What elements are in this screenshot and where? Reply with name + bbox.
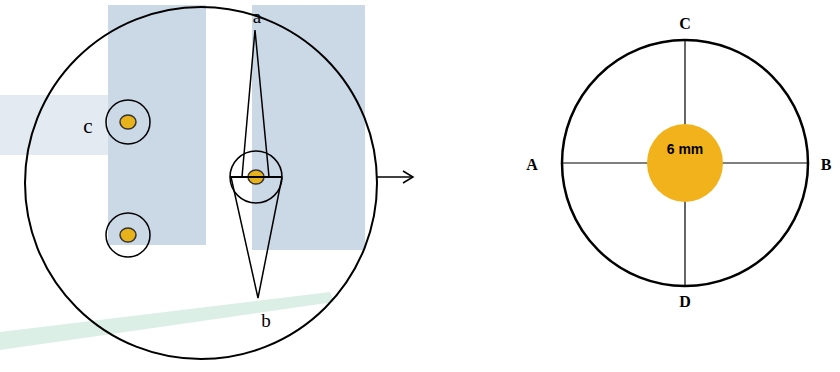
group-letter: c [83, 116, 92, 137]
zone-circle [106, 213, 150, 257]
watermark-stripe [0, 292, 334, 350]
arrow-head [403, 171, 413, 183]
axis-letter: C [679, 16, 691, 32]
watermark-block [108, 5, 206, 245]
point-letter: b [261, 311, 271, 330]
zone-circle [106, 100, 150, 144]
dimension-label: 6 mm [666, 142, 705, 157]
axis-letter: A [526, 157, 538, 173]
watermark-block [252, 5, 365, 250]
watermark-band [0, 95, 110, 155]
paper-disk [120, 228, 136, 242]
diameter-line [230, 176, 282, 178]
ellipse-fill [647, 124, 723, 202]
point-letter: a [253, 7, 261, 26]
axis-letter: B [821, 157, 832, 173]
petri-dish [25, 7, 377, 359]
paper-disk [120, 115, 136, 129]
ellipse-outline [647, 124, 723, 202]
measure-line [242, 30, 269, 177]
measure-line [231, 177, 282, 298]
inhibition-zone: 6 mm [647, 124, 723, 202]
zone-circle [230, 151, 282, 203]
text-holder: 6 mm [647, 140, 723, 158]
measurement-circle [562, 40, 808, 286]
transition-arrow [377, 176, 412, 178]
axis-letter: D [679, 294, 691, 310]
